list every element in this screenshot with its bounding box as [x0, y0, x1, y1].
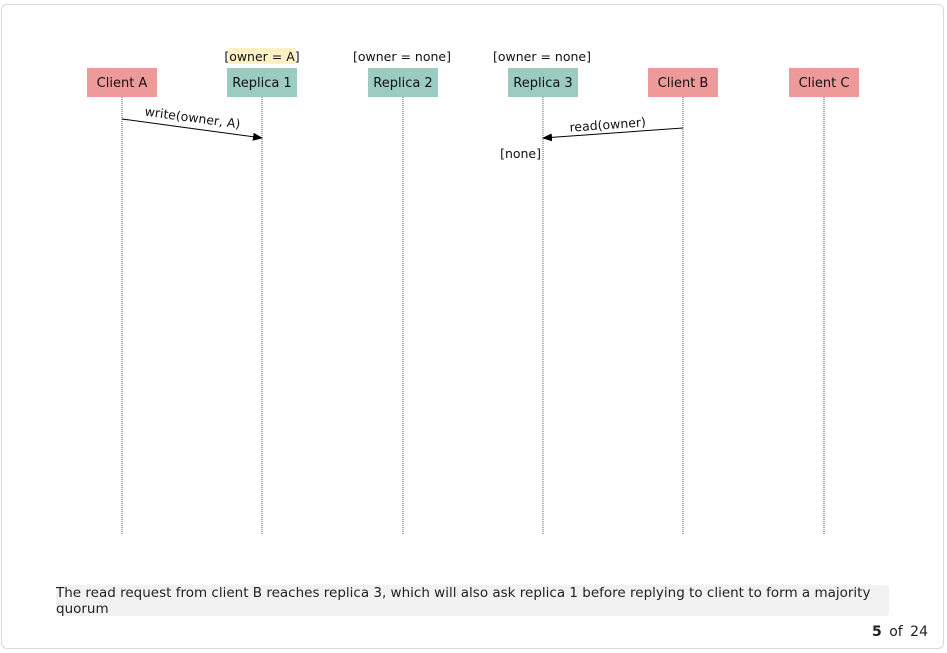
- participant-label-client-b: Client B: [658, 76, 709, 91]
- participant-label-replica-2: Replica 2: [373, 76, 432, 91]
- message-label-read: read(owner): [569, 114, 646, 134]
- participant-box-replica-1: [227, 68, 297, 97]
- participant-box-client-a: [87, 68, 157, 97]
- participant-client-a: Client A: [87, 68, 157, 97]
- slide-pager: 5 of 24: [872, 624, 928, 640]
- state-label-replica-2: [owner = none]: [353, 49, 451, 64]
- lifelines: [121, 97, 825, 534]
- slide-frame: [1, 4, 944, 649]
- caption-text: The read request from client B reaches r…: [56, 584, 871, 617]
- participant-client-b: Client B: [648, 68, 718, 97]
- participant-label-client-c: Client C: [799, 76, 850, 91]
- message-arrow-read: [542, 127, 684, 142]
- message-read: read(owner): [542, 114, 684, 142]
- state-label-replica-3: [owner = none]: [493, 49, 591, 64]
- participant-replica-2: Replica 2: [368, 68, 438, 97]
- participant-client-c: Client C: [789, 68, 859, 97]
- participant-replica-1: Replica 1: [227, 68, 297, 97]
- pager-total: 24: [910, 624, 928, 640]
- participant-label-replica-1: Replica 1: [232, 76, 291, 91]
- participant-box-client-c: [789, 68, 859, 97]
- participant-box-replica-3: [508, 68, 578, 97]
- participant-replica-3: Replica 3: [508, 68, 578, 97]
- participant-box-client-b: [648, 68, 718, 97]
- participant-box-replica-2: [368, 68, 438, 97]
- pager-separator: of: [889, 624, 903, 640]
- state-highlight-replica-1: [228, 48, 296, 64]
- message-write: write(owner, A): [121, 104, 263, 141]
- participant-label-client-a: Client A: [97, 76, 148, 91]
- pager-current: 5: [872, 624, 882, 640]
- message-label-write: write(owner, A): [144, 104, 241, 132]
- participant-label-replica-3: Replica 3: [513, 76, 572, 91]
- annotation-replica-3: [none]: [500, 146, 541, 161]
- state-label-replica-1: [owner = A]: [224, 49, 299, 64]
- message-arrow-write: [121, 118, 263, 141]
- slide-caption: The read request from client B reaches r…: [56, 584, 889, 617]
